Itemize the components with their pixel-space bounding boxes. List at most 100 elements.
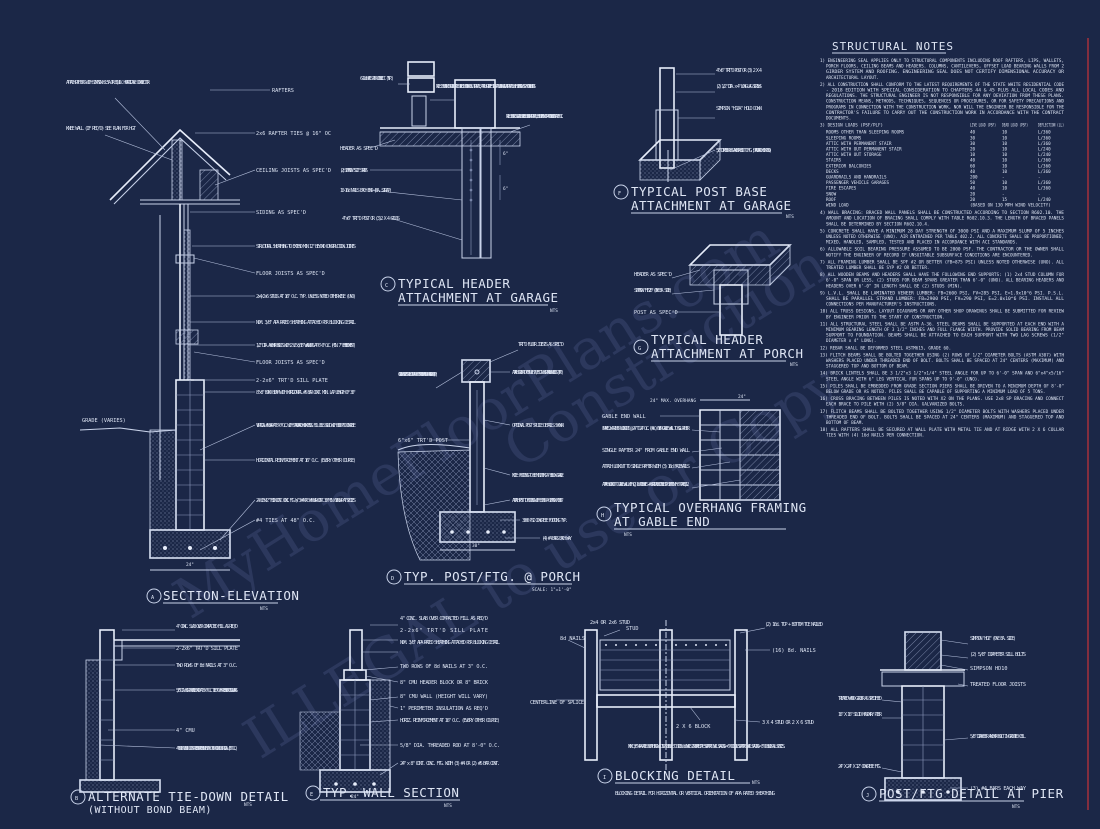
structural-note: 6) ALLOWABLE SOIL BEARING PRESSURE ASSUM… xyxy=(820,247,1064,258)
table-cell: FIRE ESCAPES xyxy=(826,186,857,191)
detail-h-letter: H xyxy=(601,513,604,519)
dim-c-6b: 6" xyxy=(503,186,508,192)
table-header-cell: DEFLECTION (LL) xyxy=(1038,123,1064,128)
note-line: 6) ALLOWABLE SOIL BEARING PRESSURE ASSUM… xyxy=(820,247,1064,252)
structural-note: 11) ALL STRUCTURAL STEEL SHALL BE ASTM A… xyxy=(820,321,1064,343)
callout-f-anchor-bolt: 5/8" DIAMETER HDG ANCHOR BOLT TO FTG. (S… xyxy=(716,148,772,154)
structural-note: 3) DESIGN LOADS (PSF/PLF) xyxy=(820,123,883,128)
table-cell: L/360 xyxy=(1038,130,1051,135)
detail-d-post-footing: 30" GIRDER AS SPEC'D NOTE: DO NOT NOTCH … xyxy=(386,342,581,593)
detail-b-letter: B xyxy=(75,796,78,802)
table-header: LIVE LOAD (PSF)DEAD LOAD (PSF)DEFLECTION… xyxy=(970,123,1064,128)
note-line: MIXED, HANDLED, SAMPLED, TESTED AND PLAC… xyxy=(826,240,1018,245)
callout-b-slab: 4" CONC. SLAB OVER COMPACTED FILL AS REQ… xyxy=(176,624,238,630)
callout-c-nails: 6-16d NAILS PER CONNECT. (TYP.) xyxy=(360,76,394,82)
callout-a-siding: SIDING AS SPEC'D xyxy=(256,210,306,216)
detail-c-title: TYPICAL HEADER xyxy=(398,276,510,291)
callout-f-post: 4"x6" TRT'D POST OR (3) 2 X 4 xyxy=(716,68,762,74)
note-line: THREADED END OF BOLT. BOLTS SHALL BE SPA… xyxy=(826,414,1064,419)
table-row: WIND LOAD(BASED ON 130 MPH WIND VELOCITY… xyxy=(826,203,1051,208)
note-line: BELOW GRADE OR AS NOTED. PILES SHALL BE … xyxy=(826,389,1045,394)
note-line: WASHERS PLACED UNDER THREADED END OF BOL… xyxy=(826,358,1064,363)
structural-note: 4) WALL BRACING: BRACED WALL PANELS SHAL… xyxy=(820,210,1065,226)
detail-d-title: TYP. POST/FTG. @ PORCH xyxy=(404,569,581,584)
callout-i-block: 2 X 6 BLOCK xyxy=(676,724,711,730)
callout-j-bars: (3) #4 BARS EACH WAY xyxy=(970,786,1027,792)
callout-i-8d-nails: 8d NAILS xyxy=(560,636,585,642)
table-cell: 40 xyxy=(970,169,976,174)
note-line: 18) ALL RAFTERS SHALL BE SECURED AT WALL… xyxy=(820,427,1064,432)
table-cell: 10 xyxy=(1002,163,1008,168)
note-line: CONNECTIONS PER MANUFACTURER'S INSTRUCTI… xyxy=(826,302,937,307)
table-cell: WIND LOAD xyxy=(826,203,849,208)
notes-body: 1) ENGINEERING SEAL APPLIES ONLY TO STRU… xyxy=(820,58,1065,438)
table-cell: SNOW xyxy=(826,191,837,196)
note-line: 12) REBAR SHALL BE DEFORMED STEEL ASTM61… xyxy=(820,345,951,350)
note-line: CONTRACTOR'S FAILURE TO CARRY OUT THE CO… xyxy=(826,110,1065,115)
table-cell: - xyxy=(1002,191,1005,196)
structural-note: 2) ALL CONSTRUCTION SHALL CONFORM TO THE… xyxy=(820,82,1065,121)
table-cell: ATTIC WITH OUT PERMANENT STAIR xyxy=(826,147,902,152)
detail-b-title: ALTERNATE TIE-DOWN DETAIL xyxy=(88,789,289,804)
callout-h-single-rafter: SINGLE RAFTER 24" FROM GABLE END WALL xyxy=(602,448,690,454)
callout-a-hurricane: ATTACH RAFTERS WITH SIMPSON H2.5A OR EQU… xyxy=(66,80,151,86)
table-cell: - xyxy=(1038,175,1041,180)
callout-c-post: 4"x6" TRT'D POST OR (3)2 X 4 STUDS xyxy=(342,216,400,222)
note-line: SHALL BE PARALLEL STRAND LUMBER: FB=2900… xyxy=(826,296,1065,301)
table-cell: ROOMS OTHER THAN SLEEPING ROOMS xyxy=(826,130,905,135)
dim-c-6a: 6" xyxy=(503,151,508,157)
note-line: UNLESS NOTED OTHERWISE (UNO). AIR ENTRAI… xyxy=(826,234,1064,239)
callout-i-toe-nailed: (2) 16d. TOP + BOTTOM TOE NAILED xyxy=(765,622,823,628)
detail-g-title: TYPICAL HEADER xyxy=(651,332,763,347)
table-cell: 10 xyxy=(1002,152,1008,157)
detail-a-letter: A xyxy=(151,595,155,601)
callout-a-grade: GRADE (VARIES) xyxy=(82,418,126,424)
callout-g-post: POST AS SPEC'D xyxy=(634,310,678,316)
note-line: REGULATIONS. THE STRUCTURAL ENGINEER IS … xyxy=(826,93,1064,98)
table-cell: 50 xyxy=(970,180,976,185)
callout-d-splice: OPTIONAL POST SPLICE DETAILS SHOWN xyxy=(512,423,564,429)
detail-g-header-porch: HEADER AS SPEC'D SIMPSON "HTS20" (ONE EA… xyxy=(633,244,803,368)
callout-a-studs: 2x4/2x6 STUDS AT 16" O.C. TYP. UNLESS NO… xyxy=(256,294,356,300)
note-line: AMOUNT AND LOCATION OF BRACING SHALL COM… xyxy=(826,216,1064,221)
callout-h-max-overhang: 24" MAX. OVERHANG xyxy=(650,398,696,404)
callout-d-attach-post: ATTACH POST TO FOOTING WITH EITHER A SIM… xyxy=(512,498,564,504)
note-line: 6'-0" SPAN OR LESS, (2) STUDS FOR BEAM S… xyxy=(826,278,1064,283)
structural-note: 1) ENGINEERING SEAL APPLIES ONLY TO STRU… xyxy=(820,58,1065,80)
structural-note: 5) CONCRETE SHALL HAVE A MINIMUM 28 DAY … xyxy=(820,228,1064,244)
note-line: 13) FLITCH BEAMS SHALL BE BOLTED TOGETHE… xyxy=(820,352,1064,357)
note-line: DIAMETER x 4" LONG). xyxy=(826,338,876,343)
detail-e-scale: NTS xyxy=(444,803,452,809)
note-line: 11) ALL STRUCTURAL STEEL SHALL BE ASTM A… xyxy=(820,321,1064,326)
detail-e-wall-section: 24" 4" CONC. SLAB OVER COMPACTED FILL AS… xyxy=(299,616,500,809)
detail-f-post-base: 4"x6" TRT'D POST OR (3) 2 X 4 (2) 1/2" D… xyxy=(613,67,794,220)
detail-h-title-2: AT GABLE END xyxy=(614,514,710,529)
detail-j-title: POST/FTG DETAIL AT PIER xyxy=(879,786,1064,801)
detail-d-scale: SCALE: 1"=1'-0" xyxy=(532,587,572,593)
table-cell: SLEEPING ROOMS xyxy=(826,135,862,140)
callout-h-toenails: ATTACH LOOKOUT TO GABLE WALL WITH (2) 16… xyxy=(602,482,690,488)
note-line: 10) ALL TRUSS DESIGNS, LAYOUT DIAGRAMS O… xyxy=(820,309,1064,314)
detail-e-bubble xyxy=(305,785,321,801)
callout-e-sheathing: NOM. 3/8" APA RATED SHEATHING ATTACHED P… xyxy=(400,640,500,646)
structural-note: 8) ALL WOODEN BEAMS AND HEADERS SHALL HA… xyxy=(820,272,1064,288)
table-cell: ROOF xyxy=(826,197,837,202)
callout-a-sheathing: STRUCTURAL SHEATHING TO EXTEND MIN 12" B… xyxy=(256,244,356,250)
table-cell: 10 xyxy=(1002,169,1008,174)
table-cell: ATTIC WITH PERMANENT STAIR xyxy=(826,141,892,146)
callout-d-floor-joists: TRT'D FLOOR JOISTS AS SPEC'D xyxy=(518,342,564,348)
callout-d-girder: GIRDER AS SPEC'D NOTE: DO NOT NOTCH POST… xyxy=(398,372,438,378)
structural-notes-title: STRUCTURAL NOTES xyxy=(832,40,954,53)
dim-24: 24" xyxy=(186,562,194,568)
structural-note: 15) PILES SHALL BE EMBEDDED FROM GRADE S… xyxy=(820,383,1064,394)
dim-h-24: 24" xyxy=(738,394,746,400)
detail-c-letter: C xyxy=(385,283,388,289)
